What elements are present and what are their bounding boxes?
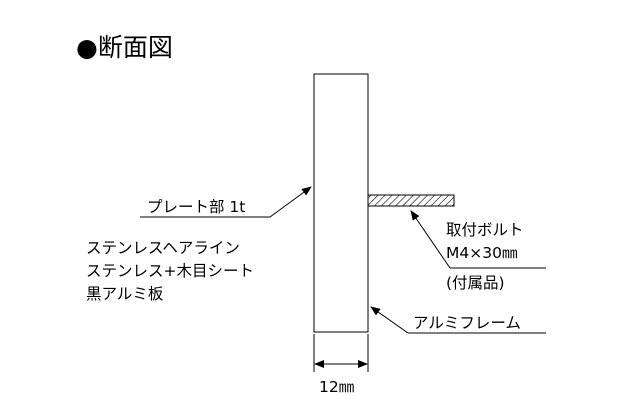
dimension-label: 12㎜ xyxy=(319,378,354,396)
frame-leader-arrow xyxy=(370,306,409,334)
frame-label: アルミフレーム xyxy=(413,314,521,332)
plate-leader-arrow xyxy=(269,186,312,218)
material-text-2: ステンレス+木目シート xyxy=(86,262,254,280)
bolt-section xyxy=(367,194,455,207)
bolt-label-note: (付属品) xyxy=(446,274,505,292)
plate-label: プレート部 1t xyxy=(147,198,245,216)
plate-section xyxy=(313,73,369,333)
bolt-label-size: M4×30㎜ xyxy=(446,244,517,262)
material-text-3: 黒アルミ板 xyxy=(86,285,163,303)
material-text-1: ステンレスヘアライン xyxy=(86,239,240,257)
bolt-leader-arrow xyxy=(410,210,451,269)
page-title: ●断面図 xyxy=(76,33,173,62)
bolt-label-name: 取付ボルト xyxy=(446,221,524,239)
